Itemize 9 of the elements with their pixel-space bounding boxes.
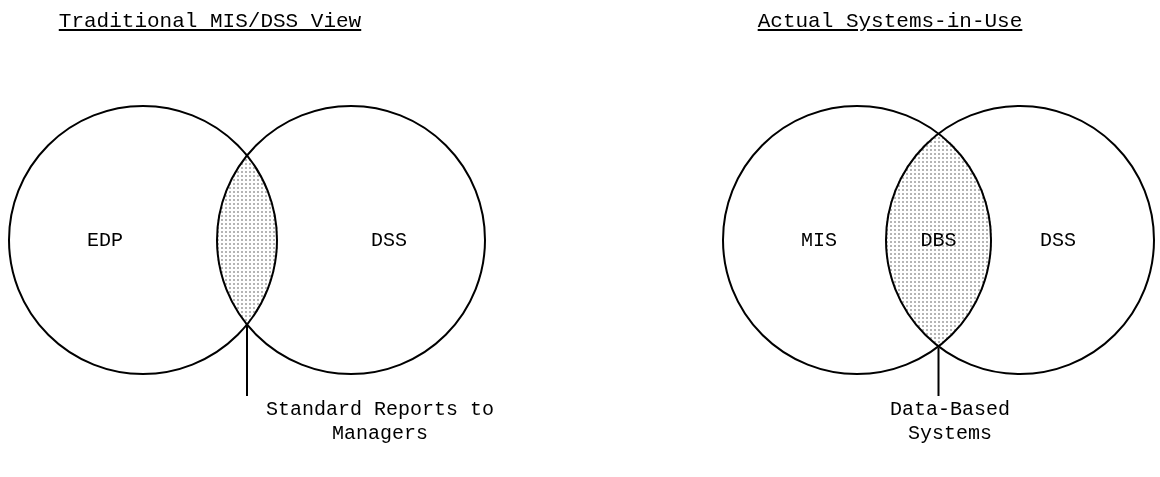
circle-label: EDP <box>87 228 123 252</box>
overlap-label: DBS <box>920 228 957 252</box>
circle-label: MIS <box>801 228 837 252</box>
callout-text: Standard Reports to Managers <box>250 398 510 446</box>
circle-label: DSS <box>1040 228 1076 252</box>
section-title: Traditional MIS/DSS View <box>58 10 362 33</box>
circle-label: DSS <box>371 228 407 252</box>
section-title: Actual Systems-in-Use <box>757 10 1023 33</box>
callout-text: Data-Based Systems <box>845 398 1055 446</box>
